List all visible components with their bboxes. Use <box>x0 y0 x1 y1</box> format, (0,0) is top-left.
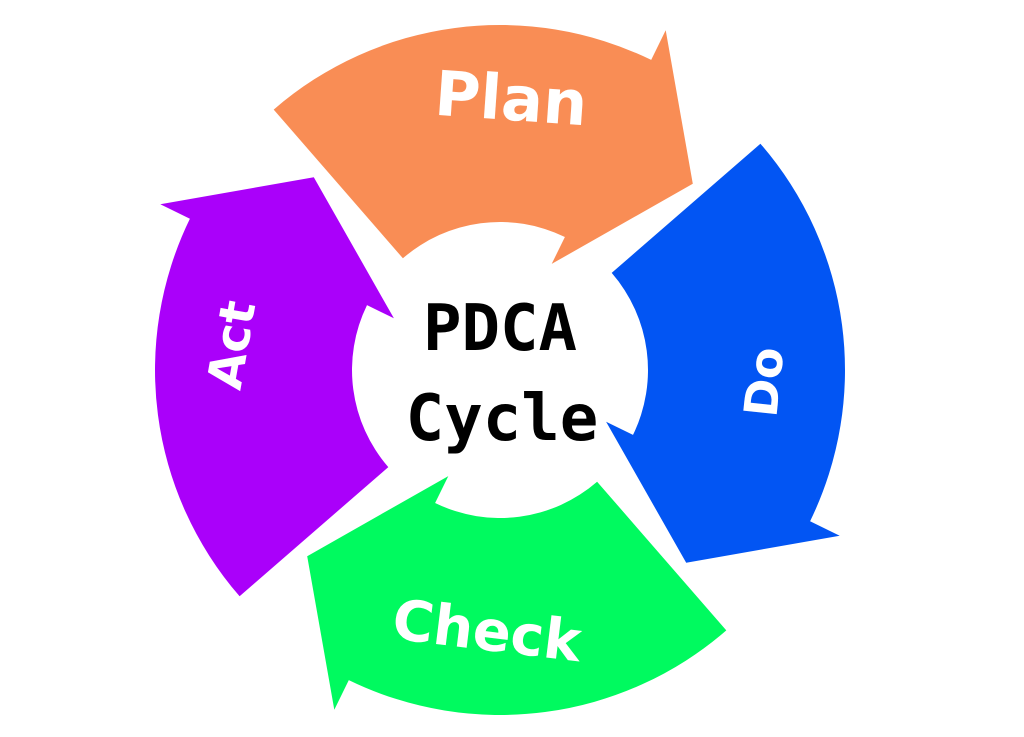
check-arrow-shape <box>307 476 727 715</box>
plan-arrow-label: Plan <box>432 57 589 140</box>
arrow-check: Check <box>307 476 727 715</box>
act-arrow-shape <box>155 177 394 597</box>
arrow-plan: Plan <box>273 25 693 264</box>
title-line-1: PDCA <box>423 292 577 366</box>
title-line-2: Cycle <box>406 382 599 456</box>
arrow-act: Act <box>155 177 394 597</box>
do-arrow-label: Do <box>734 344 795 419</box>
plan-arrow-shape <box>273 25 693 264</box>
center-title: PDCA Cycle <box>406 292 599 456</box>
do-arrow-shape <box>606 143 845 563</box>
arrow-do: Do <box>606 143 845 563</box>
